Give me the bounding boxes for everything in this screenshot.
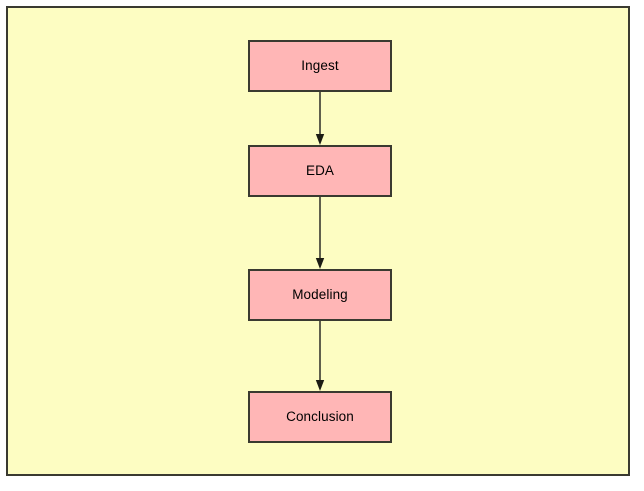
flow-node-ingest[interactable]: Ingest — [248, 40, 392, 92]
flow-edge-modeling-to-conclusion — [314, 321, 326, 391]
flow-node-label: Modeling — [292, 287, 348, 303]
flow-node-modeling[interactable]: Modeling — [248, 269, 392, 321]
flow-edge-ingest-to-eda — [314, 92, 326, 145]
diagram-canvas: Ingest EDA Modeling Conclusion — [6, 6, 630, 476]
flow-node-label: Conclusion — [286, 409, 354, 425]
flow-edge-eda-to-modeling — [314, 197, 326, 269]
flow-node-eda[interactable]: EDA — [248, 145, 392, 197]
flow-node-conclusion[interactable]: Conclusion — [248, 391, 392, 443]
flow-node-label: Ingest — [301, 58, 339, 74]
flow-node-label: EDA — [305, 163, 335, 179]
